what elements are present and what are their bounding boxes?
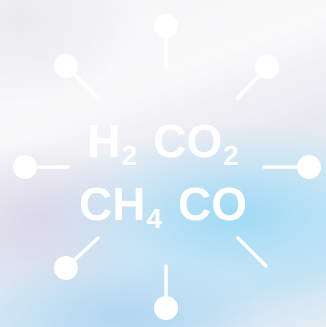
formula-co: CO — [178, 178, 248, 230]
formula-h2-subscript: 2 — [121, 140, 138, 171]
formula-h2: H2 — [87, 115, 137, 170]
atom-node — [54, 256, 78, 280]
formula-co2-symbol: CO — [153, 115, 223, 167]
formula-h2-symbol: H — [87, 115, 121, 167]
atom-node — [297, 155, 321, 179]
atom-node — [255, 55, 279, 79]
atom-node — [154, 296, 178, 320]
formula-ch4-subscript: 4 — [146, 203, 163, 234]
atom-node — [154, 14, 178, 38]
formula-row-bottom: CH4 CO — [0, 178, 326, 233]
formula-co2-subscript: 2 — [223, 140, 239, 171]
atom-node — [13, 155, 37, 179]
formula-ch4-symbol: CH — [78, 178, 146, 230]
formula-co2: CO2 — [153, 115, 239, 170]
bond-line — [236, 236, 268, 268]
formula-ch4: CH4 — [78, 178, 162, 233]
atom-node — [54, 54, 78, 78]
